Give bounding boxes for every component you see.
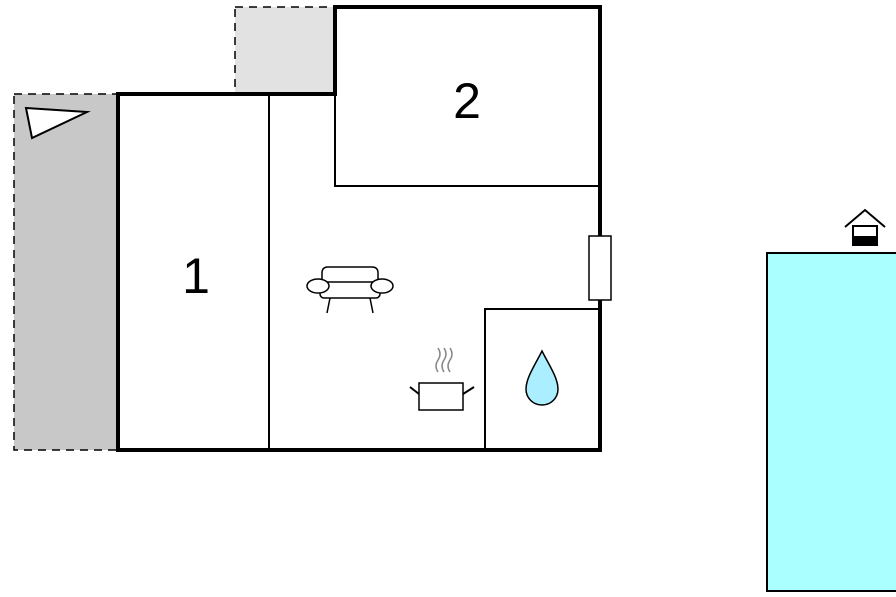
- pool-house-icon: [844, 208, 886, 246]
- wall-bedroom-2: [334, 94, 600, 187]
- swimming-pool: [766, 252, 896, 592]
- room-label-2: 2: [453, 73, 481, 129]
- wall-bathroom: [484, 308, 600, 450]
- cooking-pot-icon: [409, 347, 475, 411]
- room-label-1: 1: [182, 248, 210, 304]
- compass-north-icon: [24, 106, 91, 140]
- terrace-left: [13, 93, 119, 451]
- sofa-icon: [306, 266, 394, 314]
- water-drop-icon: [525, 349, 559, 406]
- terrace-top: [234, 6, 336, 95]
- window-right: [588, 235, 612, 301]
